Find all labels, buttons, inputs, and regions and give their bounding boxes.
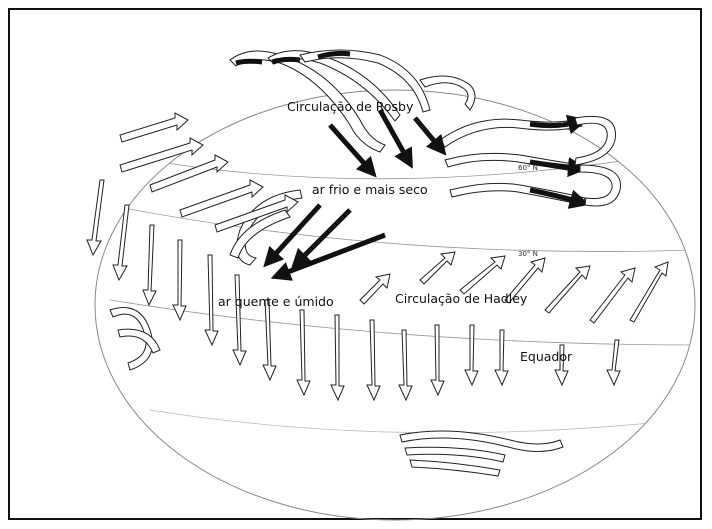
- hadley-descending-arrows: [87, 180, 620, 400]
- equator-label: Equador: [520, 349, 573, 364]
- warm-humid-air-label: ar quente e úmido: [218, 294, 334, 309]
- latitude-30-label: 30° N: [518, 250, 538, 258]
- cold-dry-air-label: ar frio e mais seco: [312, 182, 428, 197]
- hadley-ascending-arrows: [360, 252, 668, 323]
- rosby-circulation-label: Circulação de Rosby: [287, 99, 414, 114]
- hadley-circulation-label: Circulação de Hadley: [395, 291, 528, 306]
- southern-latitude-line: [150, 410, 680, 433]
- lower-left-swirl-arrows: [110, 308, 160, 371]
- latitude-60-label: 60° N: [518, 164, 538, 172]
- cold-dry-air-arrows: [230, 190, 385, 275]
- left-side-arrows: [120, 113, 298, 232]
- southern-swirl-arrows: [400, 431, 563, 476]
